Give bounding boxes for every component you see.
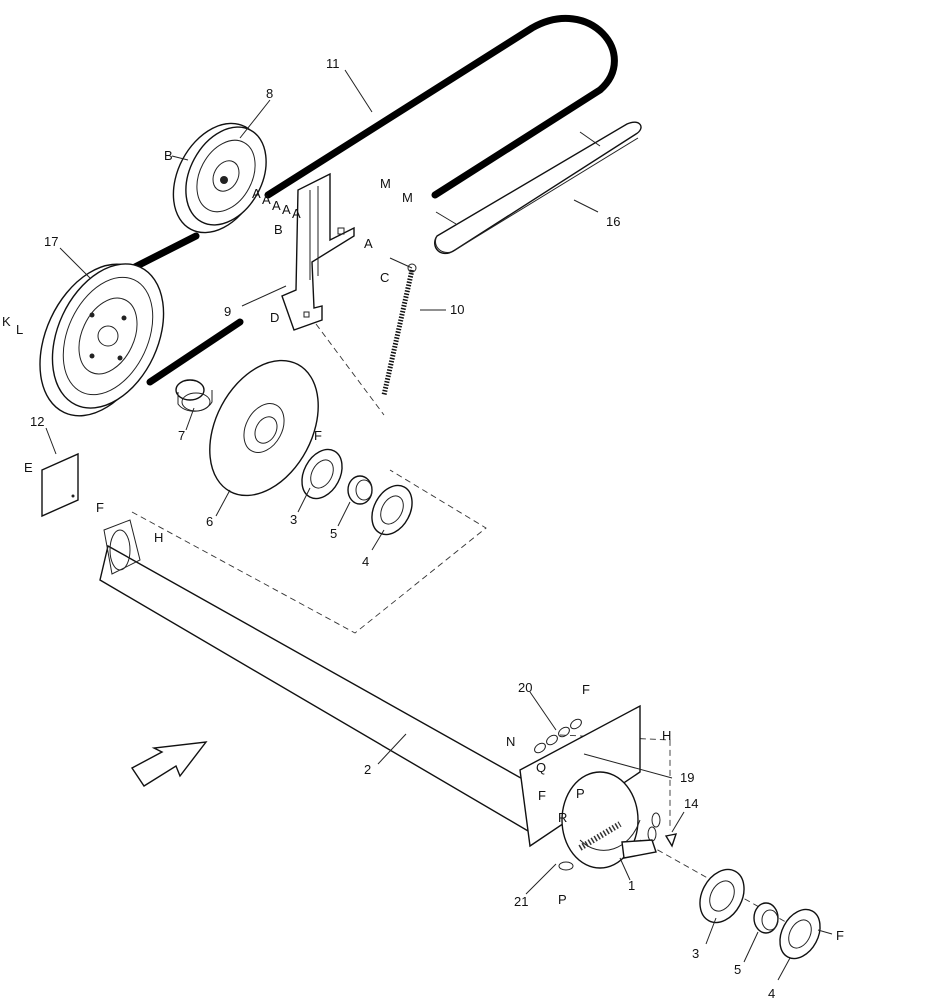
label-14: 14 (684, 796, 698, 811)
letter-l: L (16, 322, 23, 337)
part-labels: 11 8 17 16 9 10 7 12 6 3 5 4 2 20 19 14 … (30, 56, 775, 1000)
label-7: 7 (178, 428, 185, 443)
letter-d: D (270, 310, 279, 325)
chain (534, 718, 661, 871)
letter-n: N (506, 734, 515, 749)
label-17: 17 (44, 234, 58, 249)
label-19: 19 (680, 770, 694, 785)
upper-pulley (172, 122, 267, 234)
label-21: 21 (514, 894, 528, 909)
letter-f: F (538, 788, 546, 803)
letter-k: K (2, 314, 11, 329)
belt-guard (434, 121, 642, 255)
tension-rod (381, 257, 417, 396)
label-16: 16 (606, 214, 620, 229)
letter-f: F (96, 500, 104, 515)
drum-housing (519, 704, 641, 869)
drive-belt (129, 14, 618, 386)
tensioner-bracket (281, 172, 355, 331)
lower-bearing-set (699, 868, 821, 960)
label-4: 4 (362, 554, 369, 569)
upper-bearing-set (301, 448, 413, 536)
letter-b: B (274, 222, 283, 237)
label-12: 12 (30, 414, 44, 429)
label-5b: 5 (734, 962, 741, 977)
letter-m: M (402, 190, 413, 205)
label-20: 20 (518, 680, 532, 695)
drive-shaft (621, 833, 678, 859)
letter-f: F (836, 928, 844, 943)
letter-p: P (576, 786, 585, 801)
letter-e: E (24, 460, 33, 475)
main-tube (99, 519, 561, 839)
letter-a: A (292, 206, 301, 221)
large-pulley (39, 263, 165, 417)
letter-m: M (380, 176, 391, 191)
label-3: 3 (290, 512, 297, 527)
letter-a: A (252, 186, 261, 201)
idler-disc (209, 359, 319, 497)
letter-a: A (262, 192, 271, 207)
label-9: 9 (224, 304, 231, 319)
label-3b: 3 (692, 946, 699, 961)
letter-a: A (282, 202, 291, 217)
decal-plate (41, 452, 79, 518)
leader-lines (45, 69, 833, 981)
letter-q: Q (536, 760, 546, 775)
letter-b: B (164, 148, 173, 163)
letter-r: R (558, 810, 567, 825)
letter-f: F (582, 682, 590, 697)
label-10: 10 (450, 302, 464, 317)
letter-f: F (314, 428, 322, 443)
letter-p: P (558, 892, 567, 907)
letter-a: A (364, 236, 373, 251)
label-1: 1 (628, 878, 635, 893)
letter-h: H (662, 728, 671, 743)
label-11: 11 (326, 56, 340, 71)
letter-c: C (380, 270, 389, 285)
label-8: 8 (266, 86, 273, 101)
housing-outline (559, 734, 671, 830)
letter-h: H (154, 530, 163, 545)
letter-a: A (272, 198, 281, 213)
direction-arrow (130, 741, 208, 787)
reference-letters: B A A A A A M M B A C D K L E F F H F H … (2, 148, 844, 943)
label-4b: 4 (768, 986, 775, 1000)
rod-alignment (315, 323, 385, 416)
idler-spacer (175, 379, 213, 412)
label-2: 2 (364, 762, 371, 777)
label-6: 6 (206, 514, 213, 529)
label-5: 5 (330, 526, 337, 541)
